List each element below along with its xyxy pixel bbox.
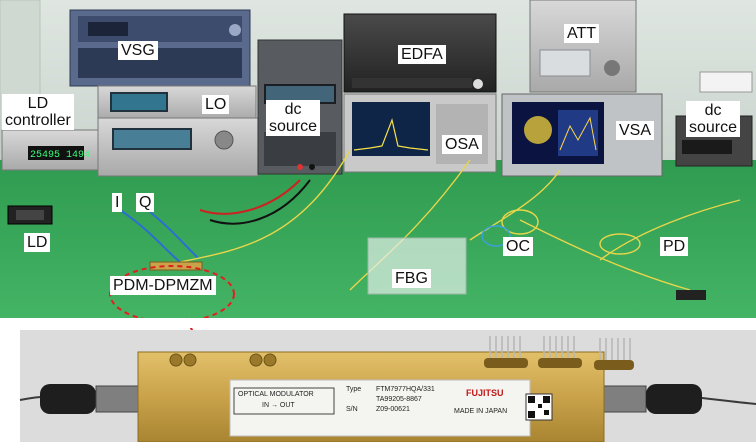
label-title-box — [233, 387, 335, 415]
modulator-sn-key: S/N — [346, 406, 358, 413]
label-vsg: VSG — [118, 41, 158, 60]
photo-divider — [0, 318, 756, 328]
label-osa: OSA — [442, 135, 482, 154]
modulator-title-line2: IN → OUT — [262, 402, 295, 409]
power-strip — [699, 71, 753, 93]
vsa-instrument — [501, 93, 663, 177]
modulator-sn-value: Z09-00621 — [376, 406, 410, 413]
electrical-pins — [489, 336, 631, 360]
ferrule-left — [95, 385, 139, 413]
ld-controller-instrument: 25495 1494 — [1, 129, 99, 171]
att-instrument — [529, 0, 637, 93]
boot-left — [40, 384, 96, 414]
label-lo: LO — [202, 95, 230, 114]
modulator-brand: FUJITSU — [466, 388, 504, 398]
label-edfa: EDFA — [398, 45, 446, 64]
fiber-right — [701, 397, 756, 405]
modulator-title-line1: OPTICAL MODULATOR — [238, 391, 314, 398]
mounting-holes — [169, 353, 277, 367]
modulator-type-value2: TA99205-8867 — [376, 396, 422, 403]
pd-module — [676, 290, 706, 300]
osa-instrument — [343, 93, 497, 173]
label-ld: LD — [24, 233, 51, 252]
modulator-made-in: MADE IN JAPAN — [454, 408, 508, 415]
qr-code — [525, 393, 553, 421]
vsg-instrument — [69, 9, 251, 87]
label-vsa: VSA — [616, 121, 655, 140]
label-dc-source-right: dc source — [686, 101, 741, 137]
label-fbg: FBG — [392, 269, 431, 288]
svg-text:25495 1494: 25495 1494 — [30, 150, 90, 161]
label-oc: OC — [503, 237, 533, 256]
pin-sockets — [484, 358, 634, 370]
signal-generator-lower — [97, 117, 259, 177]
boot-right — [646, 384, 702, 414]
lo-instrument — [97, 85, 257, 121]
label-att: ATT — [564, 24, 600, 43]
label-i-port: I — [112, 193, 123, 212]
label-dc-source-left: dc source — [266, 100, 321, 136]
label-ld-controller: LD controller — [2, 94, 74, 130]
label-pd: PD — [660, 237, 689, 256]
ld-module — [7, 205, 53, 225]
ferrule-right — [603, 385, 647, 413]
modulator-type-value: FTM7977HQA/331 — [376, 386, 435, 393]
pdm-dpmzm-on-table — [149, 261, 203, 271]
modulator-type-key: Type — [346, 386, 362, 393]
label-pdm-dpmzm: PDM-DPMZM — [110, 276, 216, 295]
label-q-port: Q — [136, 193, 155, 212]
modulator-label-plate — [229, 379, 531, 437]
